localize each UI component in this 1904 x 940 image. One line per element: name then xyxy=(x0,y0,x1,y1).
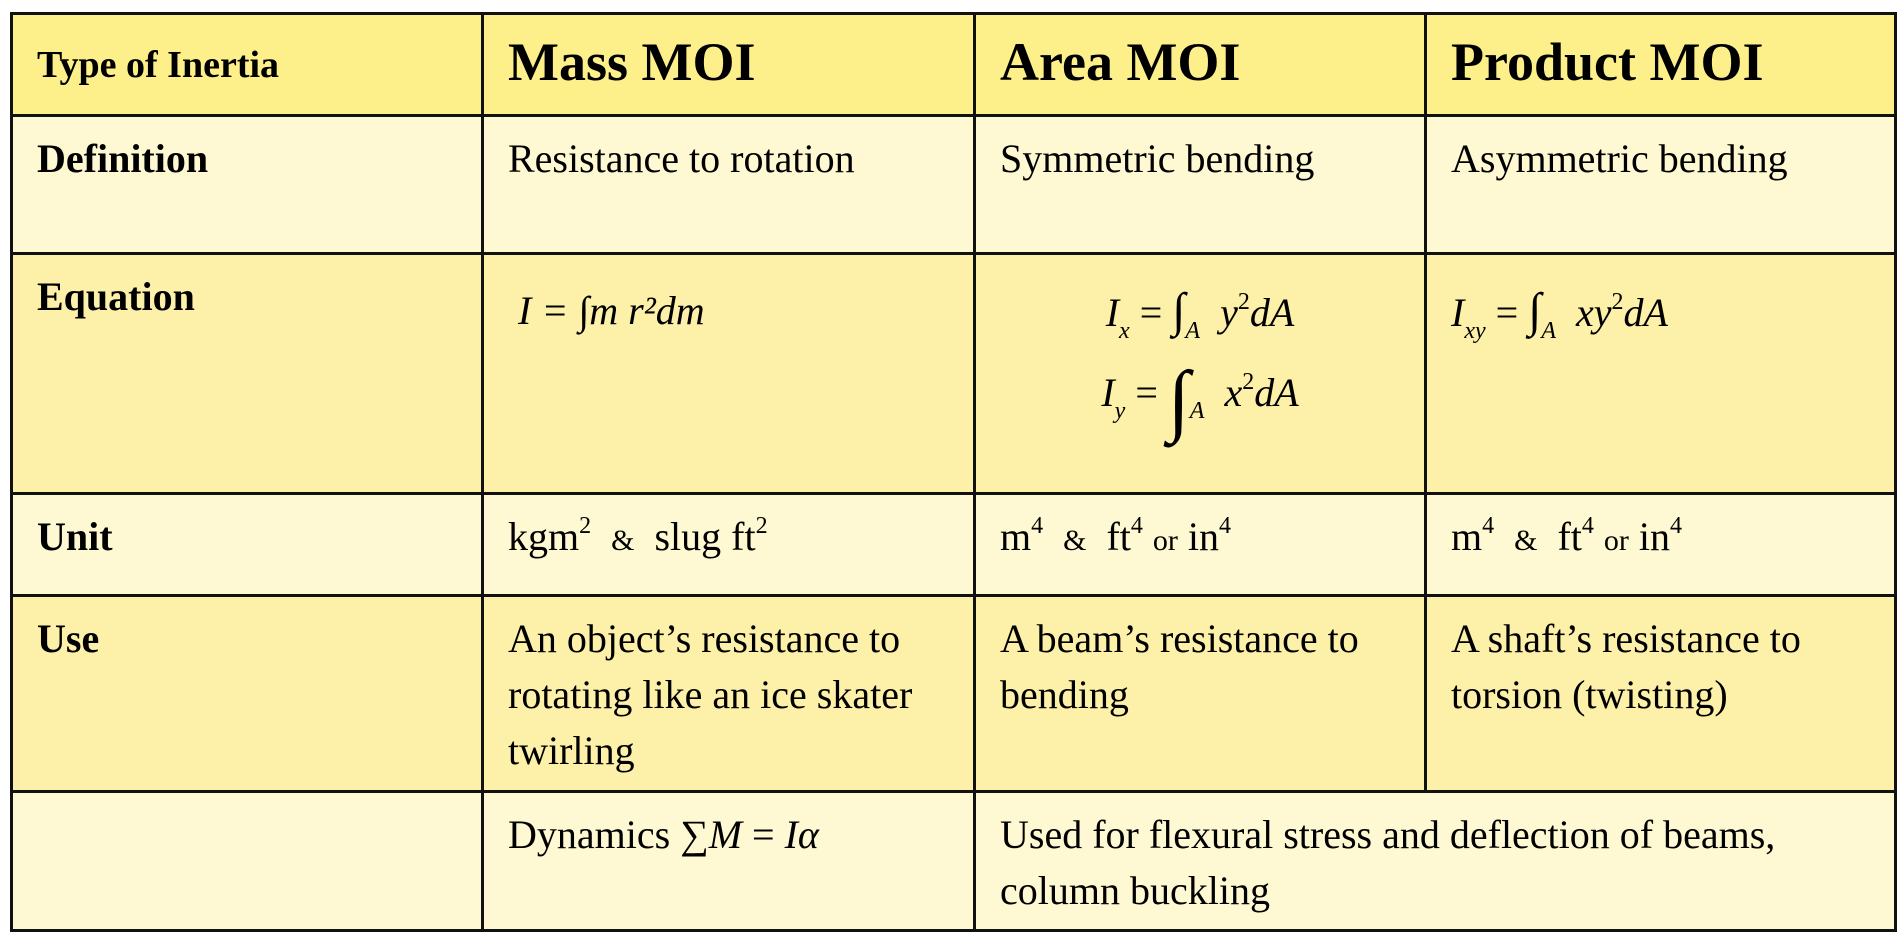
column-heading: Mass MOI xyxy=(508,32,756,92)
unit-area: m4 & ft4 or in4 xyxy=(973,492,1427,597)
application-mass: Dynamics ∑M = Iα xyxy=(481,790,976,932)
header-mass-moi: Mass MOI xyxy=(481,12,976,117)
unit-product: m4 & ft4 or in4 xyxy=(1424,492,1897,597)
application-row: Dynamics ∑M = Iα Used for flexural stres… xyxy=(10,790,1897,932)
product-moi-equation: Ixy = ∫A xy2dA xyxy=(1451,284,1668,344)
row-label xyxy=(10,790,484,932)
equation-product: Ixy = ∫A xy2dA xyxy=(1424,252,1897,495)
use-area: A beam’s resistance to bending xyxy=(973,594,1427,793)
header-row: Type of Inertia Mass MOI Area MOI Produc… xyxy=(10,12,1897,117)
unit-row: Unit kgm2 & slug ft2 m4 & ft4 or in4 m4 … xyxy=(10,492,1897,597)
mass-moi-equation: I = ∫m r²dm xyxy=(518,288,705,333)
row-label: Definition xyxy=(10,114,484,255)
definition-area: Symmetric bending xyxy=(973,114,1427,255)
moi-comparison-table: Type of Inertia Mass MOI Area MOI Produc… xyxy=(10,12,1897,932)
application-area-product: Used for flexural stress and deflection … xyxy=(973,790,1897,932)
equation-row: Equation I = ∫m r²dm Ix = ∫A y2dA Iy = ∫… xyxy=(10,252,1897,495)
use-product: A shaft’s resistance to torsion (twistin… xyxy=(1424,594,1897,793)
equation-area: Ix = ∫A y2dA Iy = ∫A x2dA xyxy=(973,252,1427,495)
row-label: Equation xyxy=(10,252,484,495)
header-row-label: Type of Inertia xyxy=(10,12,484,117)
header-product-moi: Product MOI xyxy=(1424,12,1897,117)
header-area-moi: Area MOI xyxy=(973,12,1427,117)
row-label: Unit xyxy=(10,492,484,597)
definition-mass: Resistance to rotation xyxy=(481,114,976,255)
area-moi-x-equation: Ix = ∫A y2dA xyxy=(1105,284,1295,344)
unit-mass: kgm2 & slug ft2 xyxy=(481,492,976,597)
equation-mass: I = ∫m r²dm xyxy=(481,252,976,495)
column-heading: Product MOI xyxy=(1451,32,1764,92)
definition-product: Asymmetric bending xyxy=(1424,114,1897,255)
column-heading: Area MOI xyxy=(1000,32,1241,92)
use-mass: An object’s resistance to rotating like … xyxy=(481,594,976,793)
row-label: Use xyxy=(10,594,484,793)
row-label-heading: Type of Inertia xyxy=(37,44,280,86)
definition-row: Definition Resistance to rotation Symmet… xyxy=(10,114,1897,255)
area-moi-y-equation: Iy = ∫A x2dA xyxy=(1101,356,1299,444)
use-row: Use An object’s resistance to rotating l… xyxy=(10,594,1897,793)
